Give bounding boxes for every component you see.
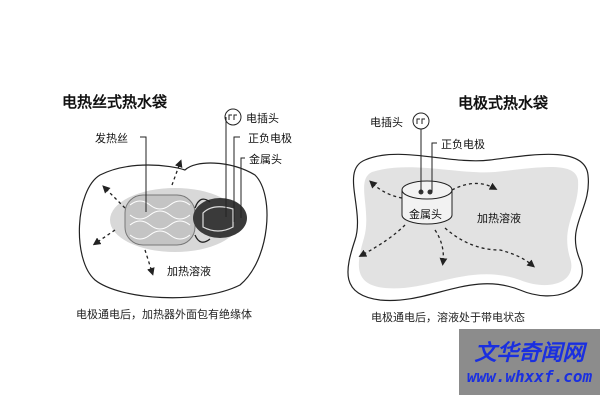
right-label-solution: 加热溶液 <box>477 212 521 225</box>
left-label-solution: 加热溶液 <box>167 265 211 278</box>
right-label-plug: 电插头 <box>370 116 403 129</box>
right-title: 电极式热水袋 <box>458 94 549 112</box>
left-metal-head <box>193 198 247 238</box>
left-plug-icon <box>224 108 242 126</box>
right-metal-head <box>401 180 453 225</box>
left-label-plug: 电插头 <box>246 112 279 125</box>
watermark: 文华奇闻网 www.whxxf.com <box>459 329 600 395</box>
left-label-metal-head: 金属头 <box>249 153 282 166</box>
watermark-name: 文华奇闻网 <box>474 340 585 366</box>
right-plug-icon <box>412 112 430 130</box>
left-title: 电热丝式热水袋 <box>62 93 168 111</box>
right-caption: 电极通电后，溶液处于带电状态 <box>371 311 525 324</box>
left-caption: 电极通电后，加热器外面包有绝缘体 <box>76 308 252 321</box>
left-label-wire: 发热丝 <box>95 132 128 145</box>
left-label-electrodes: 正负电极 <box>248 132 292 145</box>
watermark-url: www.whxxf.com <box>466 367 593 386</box>
heating-wire-coil <box>124 194 196 246</box>
right-label-metal-head: 金属头 <box>409 208 442 221</box>
right-label-electrodes: 正负电极 <box>441 138 485 151</box>
